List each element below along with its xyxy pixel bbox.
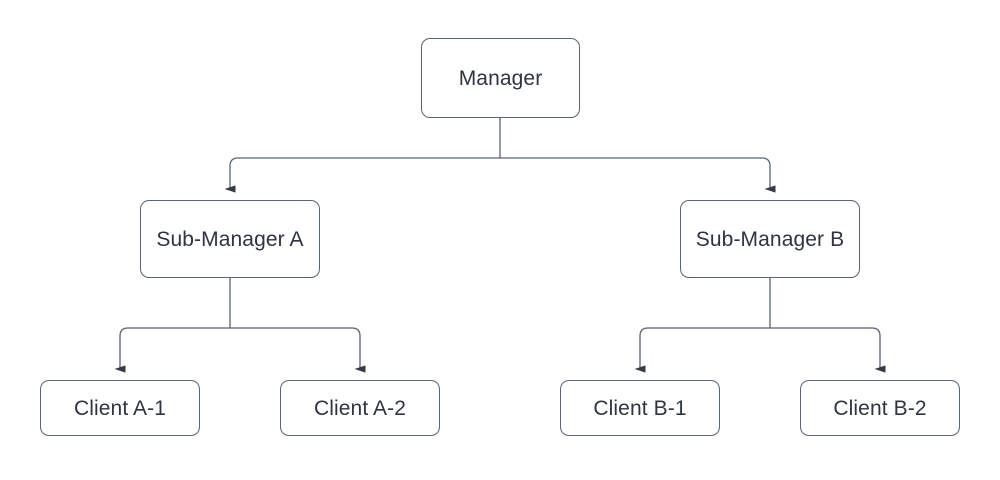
node-client-b-2-label: Client B-2 [833, 396, 927, 420]
node-client-a-1[interactable]: Client A-1 [40, 380, 200, 436]
node-client-a-2[interactable]: Client A-2 [280, 380, 440, 436]
node-sub-manager-a[interactable]: Sub-Manager A [140, 200, 320, 278]
edge-sub-manager-a-to-client-a-2 [230, 327, 366, 373]
node-client-a-2-label: Client A-2 [313, 396, 407, 420]
node-sub-manager-a-label: Sub-Manager A [156, 227, 304, 251]
edge-sub-manager-b-to-client-b-1 [634, 327, 770, 373]
edge-manager-to-sub-manager-b [500, 157, 776, 193]
node-client-b-2[interactable]: Client B-2 [800, 380, 960, 436]
edge-sub-manager-a-to-client-a-1 [114, 327, 230, 373]
node-manager[interactable]: Manager [421, 38, 580, 118]
node-sub-manager-b-label: Sub-Manager B [695, 227, 845, 251]
edge-manager-to-sub-manager-a [224, 157, 500, 193]
node-manager-label: Manager [458, 66, 543, 90]
node-client-b-1-label: Client B-1 [593, 396, 687, 420]
edge-sub-manager-b-to-client-b-2 [770, 327, 886, 373]
node-client-b-1[interactable]: Client B-1 [560, 380, 720, 436]
node-sub-manager-b[interactable]: Sub-Manager B [680, 200, 860, 278]
node-client-a-1-label: Client A-1 [73, 396, 167, 420]
